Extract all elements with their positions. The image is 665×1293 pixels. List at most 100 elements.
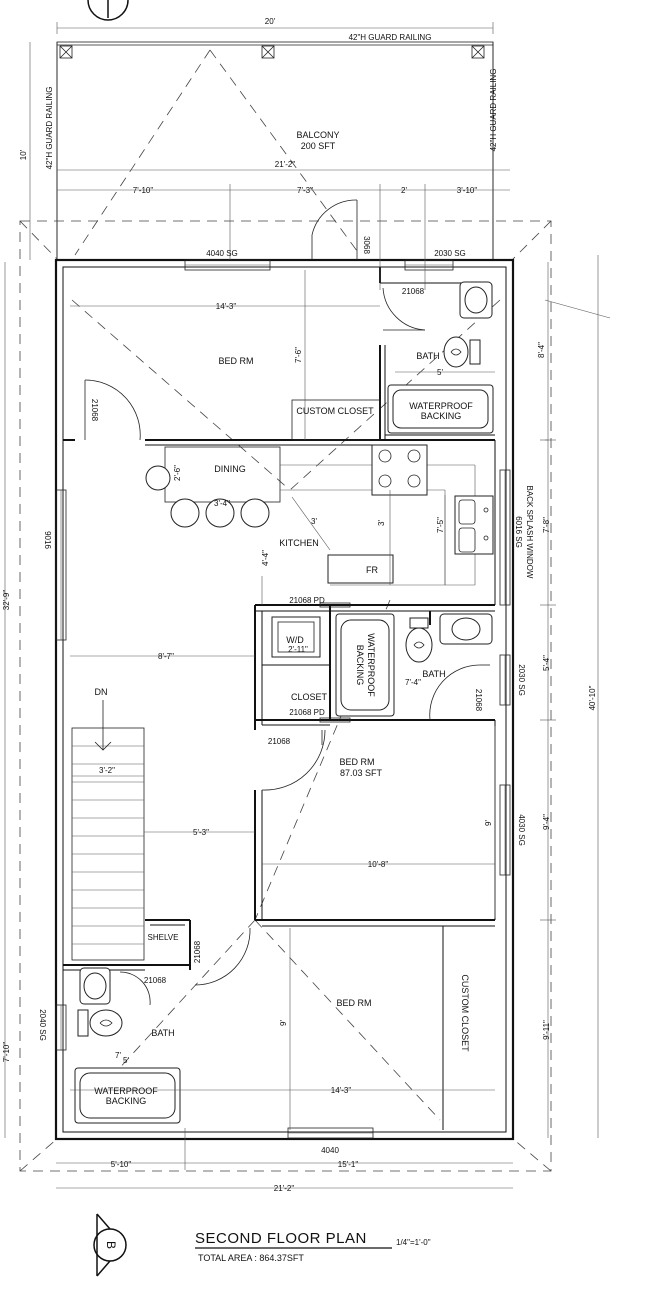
balcony-area (56, 41, 494, 261)
dim-7-5: 7'-5" (436, 517, 445, 533)
dim-14-3-bottom: 14'-3" (331, 1086, 352, 1095)
bath-top-label: BATH (416, 351, 439, 361)
window-2040sg: 2040 SG (38, 1009, 47, 1041)
opening-labels: 4040 SG 3068 2030 SG 21068 21068 9016 60… (38, 236, 526, 1155)
dining-label: DINING (214, 464, 246, 474)
backing-bottom: BACKING (106, 1096, 147, 1106)
dim-7-10-left: 7'-10" (2, 1042, 11, 1063)
dim-2-11: 2'-11" (288, 645, 308, 654)
door-21068-top: 21068 (402, 287, 425, 296)
fixtures (71, 281, 494, 1124)
back-splash-note: BACK SPLASH WINDOW (525, 486, 534, 579)
dim-7-8: 7'-8" (542, 517, 551, 533)
dim-3-4: 3'-4" (214, 499, 230, 508)
section-marker-b: B (93, 1213, 127, 1277)
windows (55, 259, 511, 1139)
dim-2-6: 2'-6" (173, 465, 182, 481)
window-4040sg: 4040 SG (206, 249, 238, 258)
post-left (59, 45, 73, 59)
bed-room-mid-label: BED RM (339, 757, 374, 767)
dim-2: 2' (401, 186, 407, 195)
dim-3-10: 3'-10" (457, 186, 478, 195)
bed-room-top-label: BED RM (218, 356, 253, 366)
dim-9-11: 9'-11" (542, 1020, 551, 1040)
custom-closet-bottom-label: CUSTOM CLOSET (460, 974, 470, 1052)
dim-5-10: 5'-10" (111, 1160, 132, 1169)
doors (84, 199, 490, 1006)
section-marker-top (87, 0, 129, 21)
waterproof-bottom: WATERPROOF (94, 1086, 158, 1096)
dim-4-4: 4'-4" (261, 550, 270, 566)
backing-mid: BACKING (355, 645, 365, 686)
window-6016sg: 6016 SG (514, 516, 523, 548)
window-2030sg-right: 2030 SG (517, 664, 526, 696)
window-4040-bottom: 4040 (321, 1146, 339, 1155)
section-marker-letter: B (104, 1241, 118, 1249)
shelve-label: SHELVE (148, 933, 179, 942)
backing-top: BACKING (421, 411, 462, 421)
bath-mid-label: BATH (422, 669, 445, 679)
balcony-area: 200 SFT (301, 141, 336, 151)
dim-40-10: 40'-10" (588, 685, 597, 710)
fridge-label: FR (366, 565, 378, 575)
dim-5-3: 5'-3" (193, 828, 209, 837)
dim-7-3: 7'-3" (297, 186, 313, 195)
dim-9-mid: 9' (484, 820, 493, 826)
dim-7: 7' (115, 1051, 121, 1060)
dim-8-4: 8'-4" (537, 342, 546, 358)
dimension-lines (4, 22, 611, 1189)
bath-bottom-label: BATH (151, 1028, 174, 1038)
dim-10-8: 10'-8" (368, 860, 389, 869)
door-21068-lower: 21068 (144, 976, 167, 985)
waterproof-mid: WATERPROOF (366, 633, 376, 697)
dim-7-10: 7'-10" (133, 186, 154, 195)
dim-14-3-top: 14'-3" (216, 302, 237, 311)
railing-top-note: 42"H GUARD RAILING (349, 33, 432, 42)
dim-balcony-21-2: 21'-2" (275, 160, 296, 169)
dim-5: 5' (437, 368, 443, 377)
window-2030sg-top: 2030 SG (434, 249, 466, 258)
dim-top-20: 20' (265, 17, 276, 26)
dim-9-4: 9'-4" (542, 814, 551, 830)
dim-21-2-bottom: 21'-2" (274, 1184, 295, 1193)
door-21068-shelve: 21068 (193, 940, 202, 963)
post-right (471, 45, 485, 59)
dim-8-7: 8'-7" (158, 652, 174, 661)
post-mid (261, 45, 275, 59)
door-21068-closet: 21068 (268, 737, 291, 746)
notes: 42"H GUARD RAILING 42"H GUARD RAILING 42… (45, 33, 534, 1106)
title-block: B SECOND FLOOR PLAN 1/4"=1'-0" TOTAL ARE… (93, 1213, 431, 1277)
door-21068-bath: 21068 (474, 689, 483, 712)
dim-3-2: 3'-2" (99, 766, 115, 775)
door-21068-bed: 21068 (90, 399, 99, 422)
closet-label: CLOSET (291, 692, 328, 702)
dim-5-4: 5'-4" (542, 655, 551, 671)
exterior-walls (54, 258, 515, 1141)
custom-closet-top-label: CUSTOM CLOSET (296, 406, 374, 416)
dim-left-10: 10' (19, 149, 28, 160)
plan-scale: 1/4"=1'-0" (396, 1238, 431, 1247)
bed-room-mid-area: 87.03 SFT (340, 768, 383, 778)
dim-9-bottom: 9' (279, 1020, 288, 1026)
dim-7-4: 7'-4" (405, 678, 421, 687)
window-9016: 9016 (43, 531, 52, 549)
window-4030sg: 4030 SG (517, 814, 526, 846)
door-21068pd-b: 21068 PD (289, 708, 325, 717)
room-labels: BALCONY 200 SFT BED RM CUSTOM CLOSET BAT… (95, 130, 471, 1052)
washer-dryer-label: W/D (286, 635, 304, 645)
railing-left-note: 42"H GUARD RAILING (45, 87, 54, 170)
dimension-labels: 20' 10' 21'-2" 7'-10" 7'-3" 2' 3'-10" 14… (2, 17, 597, 1193)
total-area: TOTAL AREA : 864.37SFT (198, 1253, 304, 1263)
dim-7-6: 7'-6" (294, 347, 303, 363)
kitchen-label: KITCHEN (279, 538, 319, 548)
door-3068: 3068 (362, 236, 371, 254)
stairs (71, 700, 145, 961)
interior-walls (63, 267, 496, 1130)
waterproof-top: WATERPROOF (409, 401, 473, 411)
dim-5-small: 5' (123, 1056, 129, 1065)
dim-32-9: 32'-9" (2, 590, 11, 611)
dim-15-1: 15'-1" (338, 1160, 359, 1169)
bed-room-bottom-label: BED RM (336, 998, 371, 1008)
stairs-down-label: DN (95, 687, 108, 697)
